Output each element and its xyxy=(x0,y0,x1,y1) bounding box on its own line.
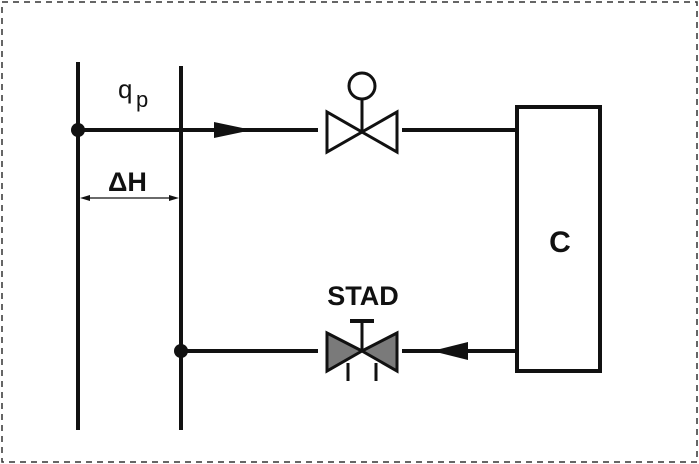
delta-h-label: ΔH xyxy=(108,167,147,197)
delta-h-dimension xyxy=(80,195,179,201)
control-valve-top xyxy=(318,71,402,155)
flow-subscript: p xyxy=(136,87,148,112)
top-junction-dot xyxy=(71,123,85,137)
consumer-label: C xyxy=(549,226,571,259)
balancing-valve-stad xyxy=(318,319,402,381)
flow-label: q xyxy=(118,74,132,104)
stad-label: STAD xyxy=(327,281,399,311)
consumer-box xyxy=(515,105,602,373)
bottom-flow-arrow xyxy=(432,342,468,360)
top-flow-arrow xyxy=(214,122,252,138)
bottom-junction-dot xyxy=(174,344,188,358)
actuator-icon xyxy=(347,71,377,101)
